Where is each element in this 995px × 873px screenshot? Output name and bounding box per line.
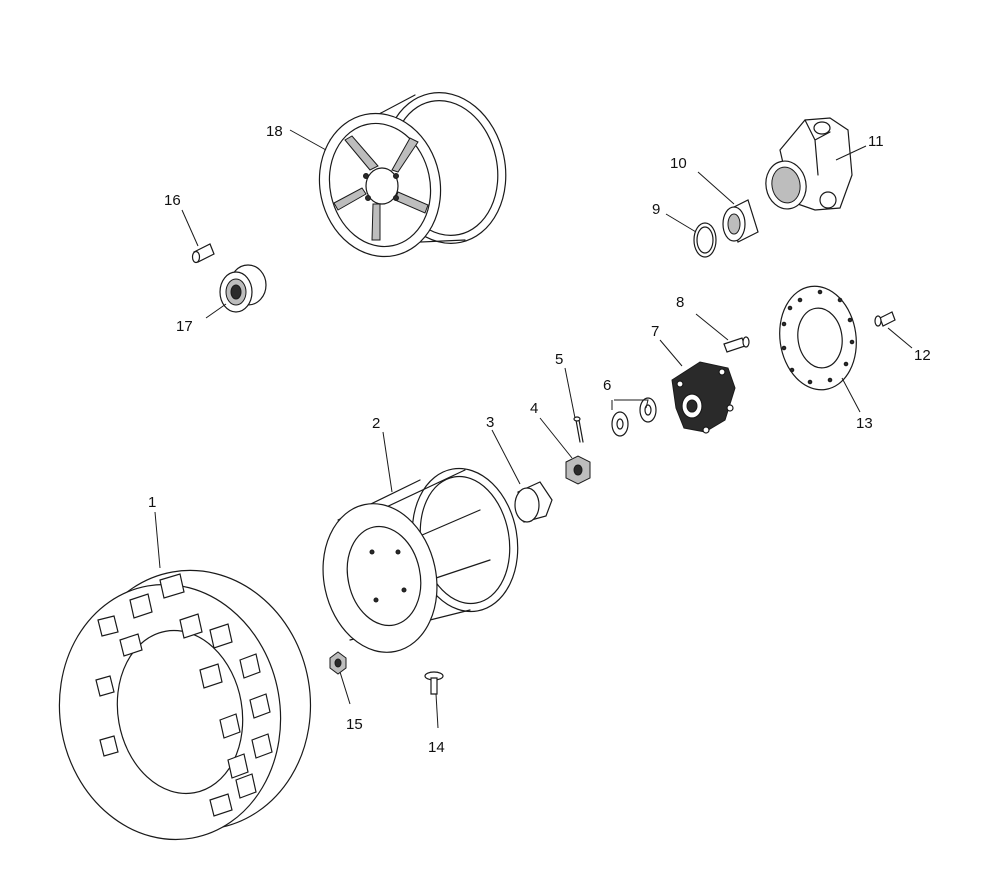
- part-5-cotter-pin: [573, 416, 584, 443]
- part-2-wheel-rim: [322, 467, 519, 653]
- callout-5: 5: [555, 351, 563, 368]
- callout-15: 15: [346, 716, 363, 733]
- callout-16: 16: [164, 192, 181, 209]
- callout-2: 2: [372, 415, 380, 432]
- callouts: 1 2 3 4 5 6 7 8 9 10 11 12 13 14 15 16 1…: [148, 123, 931, 756]
- callout-7: 7: [651, 323, 659, 340]
- part-1-tire: [58, 569, 312, 841]
- part-7-hub: [671, 361, 736, 434]
- part-16-valve-stem: [191, 243, 215, 264]
- callout-9: 9: [652, 201, 660, 218]
- part-6-washers: [611, 397, 657, 437]
- callout-13: 13: [856, 415, 873, 432]
- part-14-wheel-stud: [424, 671, 444, 695]
- part-3-dust-cap: [514, 481, 553, 523]
- callout-18: 18: [266, 123, 283, 140]
- part-12-bolt: [874, 311, 896, 327]
- callout-14: 14: [428, 739, 445, 756]
- part-9-snap-ring: [693, 222, 717, 258]
- part-15-lug-nut: [329, 651, 347, 675]
- callout-3: 3: [486, 414, 494, 431]
- part-4-castle-nut: [565, 455, 591, 485]
- callout-12: 12: [914, 347, 931, 364]
- part-18-wheel-rim: [318, 92, 507, 258]
- callout-8: 8: [676, 294, 684, 311]
- part-11-knuckle: [765, 117, 853, 211]
- callout-17: 17: [176, 318, 193, 335]
- part-13-brake-disc: [779, 285, 857, 391]
- part-17-bearing: [219, 264, 267, 313]
- leader-lines: [154, 129, 913, 729]
- part-8-bolt: [723, 336, 750, 353]
- callout-4: 4: [530, 400, 538, 417]
- callout-10: 10: [670, 155, 687, 172]
- callout-1: 1: [148, 494, 156, 511]
- callout-11: 11: [868, 133, 884, 150]
- part-10-hub-bearing: [722, 199, 759, 243]
- callout-6: 6: [603, 377, 611, 394]
